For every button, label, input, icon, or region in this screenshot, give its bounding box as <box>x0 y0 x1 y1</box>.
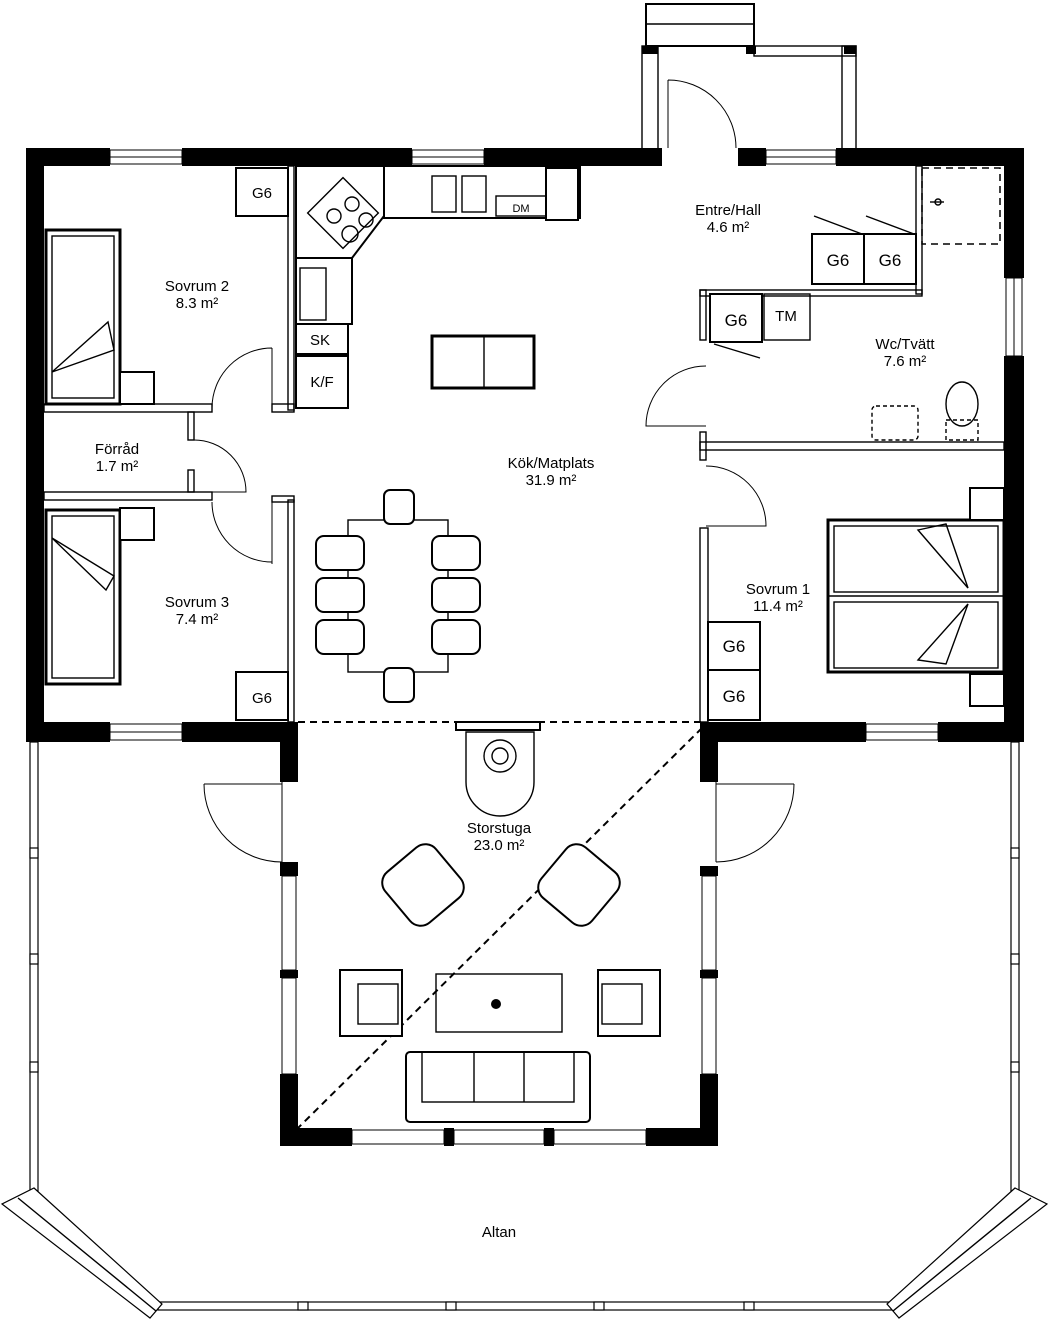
coffee-table <box>435 973 563 1033</box>
toilet-icon <box>945 381 979 441</box>
room-name: Sovrum 3 <box>165 594 229 611</box>
wardrobe-label: G6 <box>252 690 272 707</box>
room-name: Storstuga <box>467 820 532 837</box>
shower-icon <box>921 167 1001 245</box>
room-area: 23.0 m² <box>474 837 525 854</box>
sink-icon <box>431 175 487 213</box>
room-name: Wc/Tvätt <box>875 336 935 353</box>
dishwasher-label: DM <box>512 203 529 215</box>
wc-cabinet <box>709 293 811 359</box>
armchairs-round <box>381 843 621 927</box>
room-area: 4.6 m² <box>707 219 750 236</box>
room-area: 8.3 m² <box>176 295 219 312</box>
double-bed-sovrum1 <box>826 487 1006 707</box>
fridge-icon <box>545 167 579 221</box>
exterior-walls <box>26 148 1024 742</box>
wardrobe-sovrum2 <box>235 167 289 217</box>
wardrobe-label: G6 <box>723 637 746 656</box>
room-name: Sovrum 1 <box>746 581 810 598</box>
storstuga-walls <box>203 721 795 1146</box>
wardrobe-label: G6 <box>827 251 850 270</box>
washbasin-icon <box>871 405 919 441</box>
kf-label: K/F <box>310 374 333 391</box>
sovrum1-wardrobes <box>707 621 761 721</box>
wardrobe-label: G6 <box>879 251 902 270</box>
fireplace-icon <box>455 721 541 817</box>
room-area: 11.4 m² <box>753 598 803 615</box>
exterior-windows <box>109 149 1023 741</box>
dining-chairs <box>315 489 481 703</box>
armchairs-square <box>339 969 661 1037</box>
wardrobe-label: G6 <box>723 687 746 706</box>
wardrobe-label: G6 <box>725 311 748 330</box>
room-name: Altan <box>482 1224 516 1241</box>
interior-doors <box>193 347 767 564</box>
kitchen-island <box>430 334 536 390</box>
room-labels: Sovrum 2 8.3 m² Förråd 1.7 m² Sovrum 3 7… <box>95 202 936 1241</box>
room-name: Förråd <box>95 441 139 458</box>
room-name: Kök/Matplats <box>508 455 595 472</box>
bed-sovrum2 <box>44 228 155 406</box>
wardrobe-label: G6 <box>252 185 272 202</box>
tm-label: TM <box>775 308 797 325</box>
sofa <box>405 1051 591 1123</box>
room-name: Entre/Hall <box>695 202 761 219</box>
room-area: 1.7 m² <box>96 458 139 475</box>
room-area: 7.4 m² <box>176 611 219 628</box>
entry-porch <box>641 3 857 151</box>
sk-label: SK <box>310 332 330 349</box>
room-area: 31.9 m² <box>526 472 577 489</box>
bed-sovrum3 <box>44 507 155 686</box>
altan-railings <box>0 741 1049 1319</box>
stove-icon <box>306 176 380 250</box>
room-name: Sovrum 2 <box>165 278 229 295</box>
wardrobe-sovrum3 <box>235 671 289 721</box>
entre-wardrobes <box>811 215 917 285</box>
kitchen-counters <box>295 165 581 409</box>
room-area: 7.6 m² <box>884 353 927 370</box>
